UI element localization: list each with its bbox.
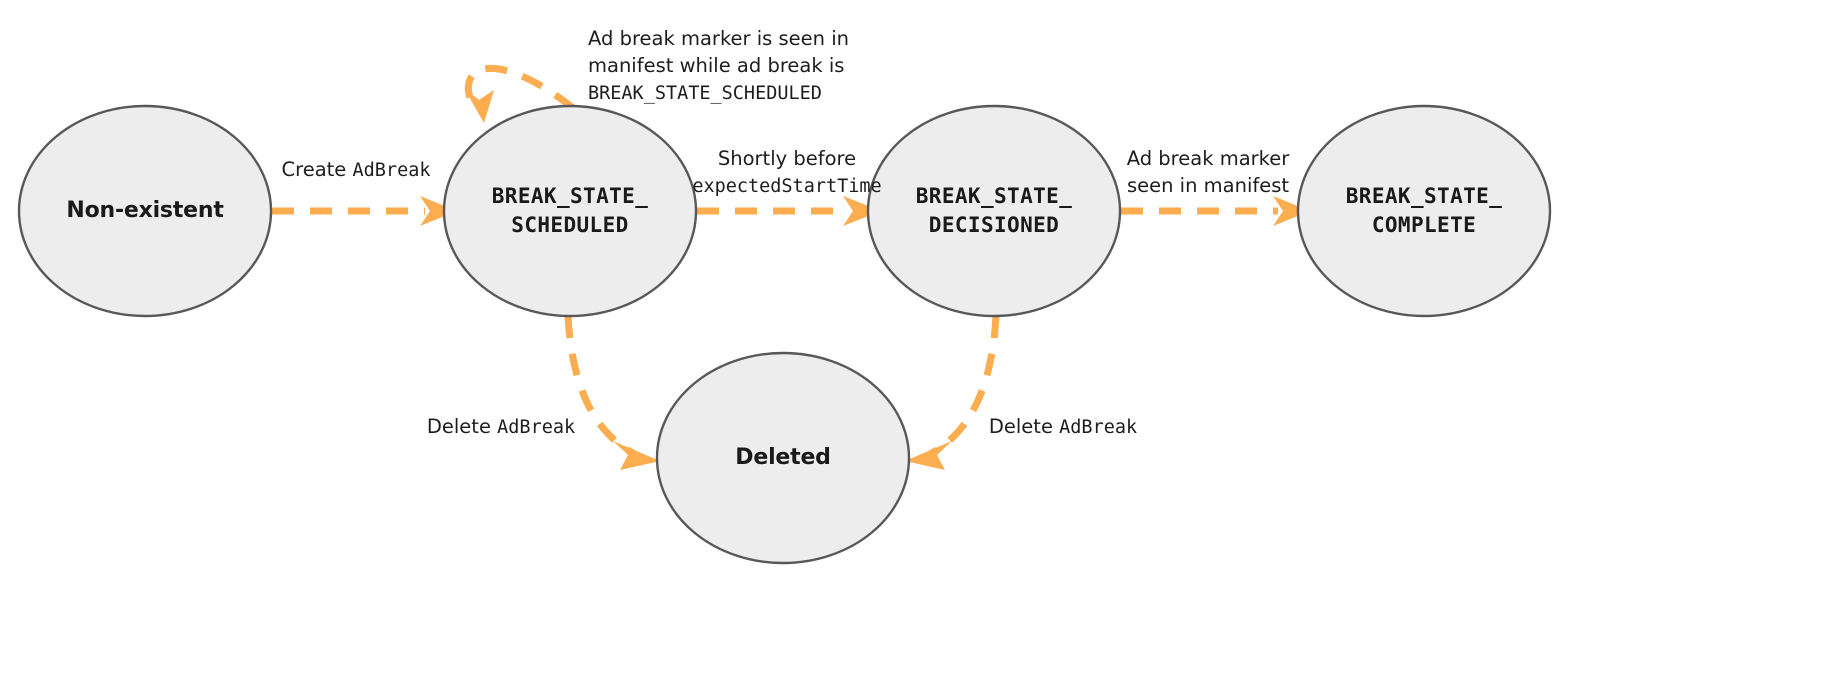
edge-label-part-sans: Create <box>281 158 353 181</box>
edge-label-part-mono: AdBreak <box>1059 417 1138 438</box>
arrowhead-icon <box>420 196 457 226</box>
node-label-line-2: DECISIONED <box>928 213 1060 237</box>
edge-layer <box>272 65 1310 470</box>
edge-label-create-adbreak: Create AdBreak <box>282 157 431 184</box>
edge-label-part-mono: AdBreak <box>352 160 431 181</box>
edge-line <box>928 315 1000 458</box>
node-layer <box>17 104 1552 565</box>
edge-label-part-sans: Delete <box>988 415 1060 438</box>
arrowhead-icon <box>905 441 952 470</box>
node-non-existent[interactable] <box>17 104 273 318</box>
arrowhead-icon <box>464 88 494 123</box>
edge-decisioned-to-deleted <box>905 315 1000 470</box>
node-break-state-complete[interactable] <box>1296 104 1552 318</box>
edge-label-scheduled-to-deleted: Delete AdBreak <box>427 414 575 441</box>
edge-scheduled-to-deleted <box>564 315 660 470</box>
node-label-break-state-decisioned: BREAK_STATE_ DECISIONED <box>916 182 1073 240</box>
node-label-break-state-complete: BREAK_STATE_ COMPLETE <box>1346 182 1503 240</box>
edge-label-line-3: BREAK_STATE_SCHEDULED <box>588 82 822 104</box>
node-break-state-decisioned[interactable] <box>866 104 1122 318</box>
edge-label-line-1: Shortly before <box>717 147 857 170</box>
edge-label-line-2: seen in manifest <box>1126 173 1290 197</box>
node-label-non-existent: Non-existent <box>66 197 224 223</box>
edge-scheduled-self-loop <box>464 65 576 123</box>
node-label-line-1: BREAK_STATE_ <box>491 184 649 209</box>
edge-label-line-1: Ad break marker <box>1126 147 1290 170</box>
edge-line <box>564 315 637 458</box>
edge-label-part-mono: AdBreak <box>497 417 576 438</box>
node-label-line-1: BREAK_STATE_ <box>1345 184 1503 209</box>
node-label-line-1: BREAK_STATE_ <box>915 184 1073 209</box>
edge-label-line-2: expectedStartTime <box>692 175 882 197</box>
node-break-state-scheduled[interactable] <box>442 104 698 318</box>
edge-label-scheduled-to-decisioned: Shortly before expectedStartTime <box>692 146 881 200</box>
node-deleted[interactable] <box>655 351 911 565</box>
edge-scheduled-to-decisioned <box>697 196 881 226</box>
edge-label-scheduled-self-loop: Ad break marker is seen in manifest while… <box>588 26 849 107</box>
node-label-line-2: SCHEDULED <box>511 213 629 237</box>
node-label-break-state-scheduled: BREAK_STATE_ SCHEDULED <box>492 182 649 240</box>
node-label-line-2: COMPLETE <box>1371 213 1477 237</box>
edge-label-line-2: manifest while ad break is <box>588 53 845 77</box>
edge-label-decisioned-to-deleted: Delete AdBreak <box>989 414 1137 441</box>
edge-label-line-1: Ad break marker is seen in <box>588 27 850 50</box>
edge-line <box>464 65 576 111</box>
arrowhead-icon <box>613 441 660 470</box>
edge-decisioned-to-complete <box>1121 196 1310 226</box>
node-label-deleted: Deleted <box>735 444 831 470</box>
arrowhead-icon <box>843 196 881 226</box>
edge-label-part-sans: Delete <box>426 415 498 438</box>
arrowhead-icon <box>1273 196 1310 226</box>
edge-create-adbreak <box>272 196 457 226</box>
edge-label-decisioned-to-complete: Ad break marker seen in manifest <box>1127 146 1290 200</box>
